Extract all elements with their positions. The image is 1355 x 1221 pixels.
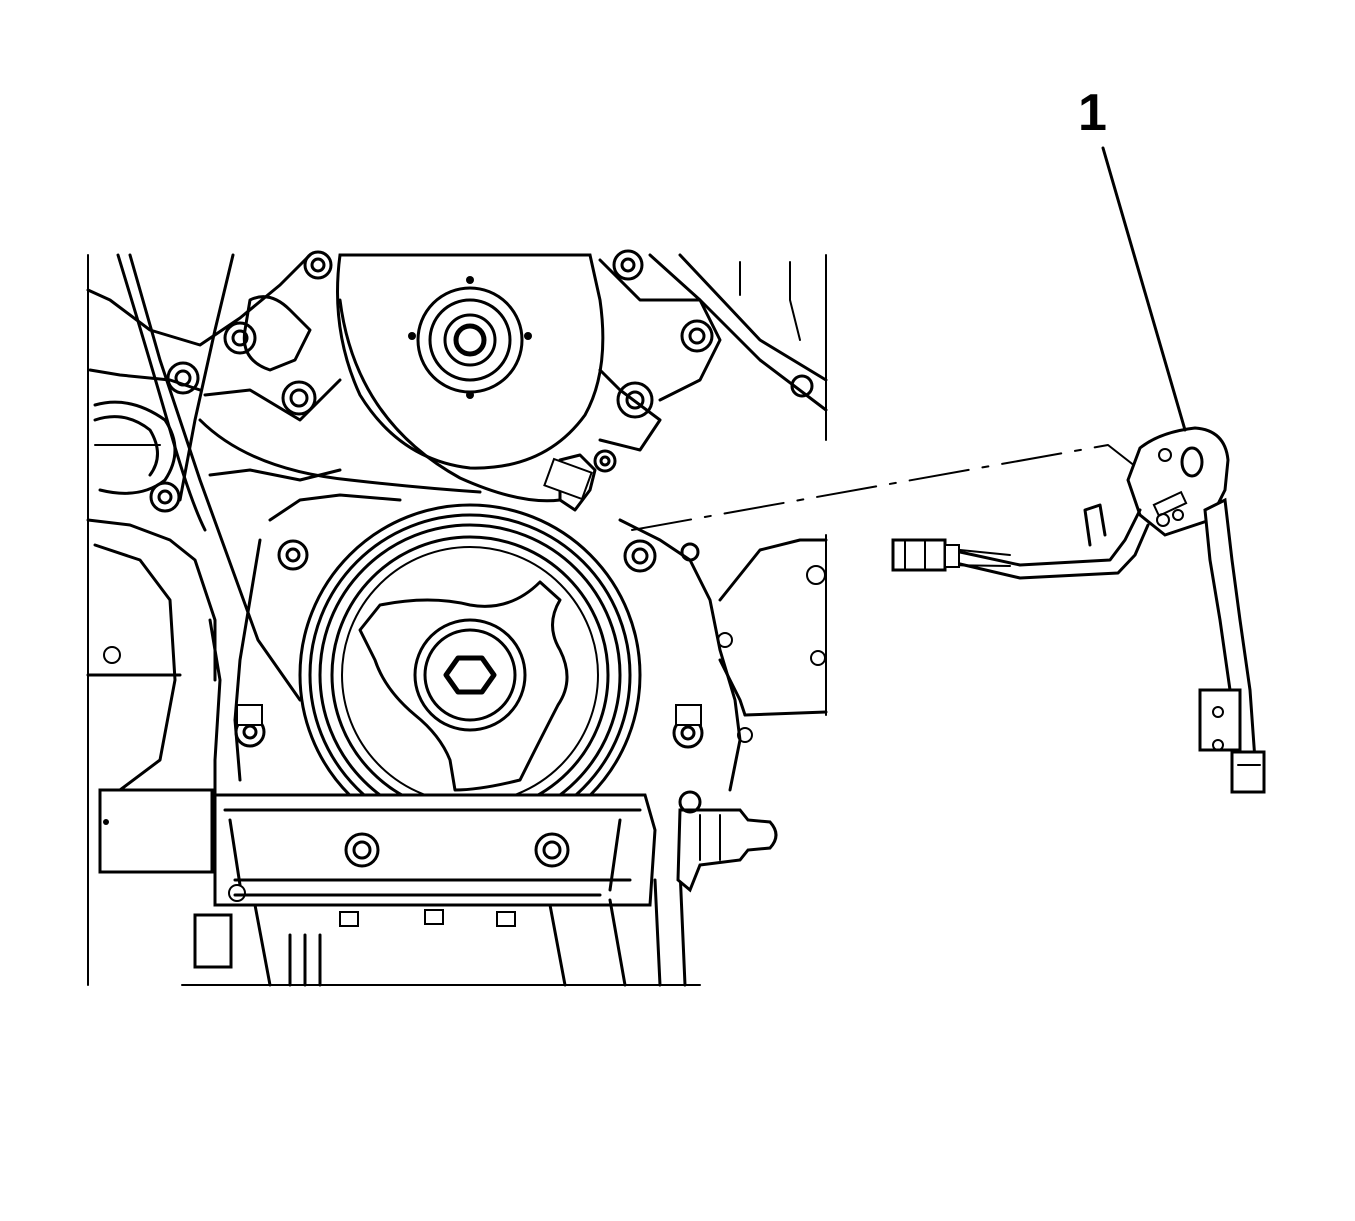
upper-right-bracket [543,249,828,512]
installation-leader-line [631,444,1141,531]
front-cover [103,493,826,792]
oil-pan [181,793,701,987]
callout-1-label: 1 [1078,84,1107,142]
engine-front-view [86,249,828,987]
crankshaft-balancer [298,503,642,847]
right-partial-structure [718,538,828,717]
left-side-structure [86,518,222,874]
upper-idler-pulley [336,253,605,470]
lower-right-fitting [676,790,778,893]
upper-left-bracket [86,250,342,513]
harness-connector [891,538,960,572]
callout-1-leader [1101,146,1187,432]
crankshaft-position-sensor [631,146,1266,794]
